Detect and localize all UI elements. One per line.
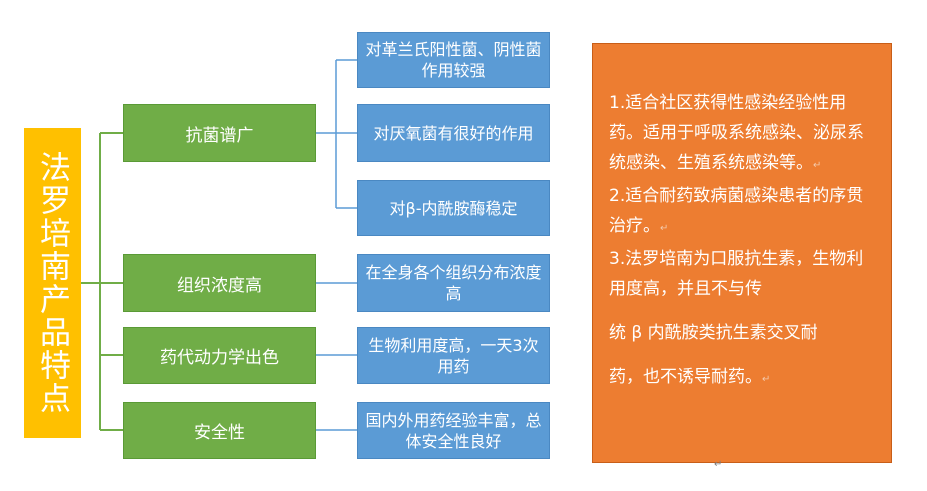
detail-beta-lactamase: 对β-内酰胺酶稳定 <box>357 180 550 236</box>
note-paragraph-4: 统 β 内酰胺类抗生素交叉耐 <box>609 323 818 343</box>
detail-tissue-distribution: 在全身各个组织分布浓度高 <box>357 254 550 312</box>
note-paragraph-5: 药，也不诱导耐药。↵ <box>609 367 771 387</box>
return-mark: ↵ <box>813 160 822 171</box>
indications-note: 1.适合社区获得性感染经验性用药。适用于呼吸系统感染、泌尿系统感染、生殖系统感染… <box>592 43 892 463</box>
category-tissue-concentration: 组织浓度高 <box>123 254 316 312</box>
detail-text: 对厌氧菌有很好的作用 <box>373 123 534 143</box>
title-box: 法罗培南产品特点 <box>24 128 81 438</box>
detail-gram-bacteria: 对革兰氏阳性菌、阴性菌作用较强 <box>357 32 550 88</box>
detail-text: 在全身各个组织分布浓度高 <box>365 263 542 303</box>
detail-text: 国内外用药经验丰富，总体安全性良好 <box>365 410 542 451</box>
return-mark: ↵ <box>762 374 771 385</box>
category-safety: 安全性 <box>123 402 316 459</box>
category-label: 抗菌谱广 <box>185 125 254 146</box>
paragraph-end-mark: ↵ <box>714 459 723 470</box>
detail-text: 生物利用度高，一天3次用药 <box>368 335 539 376</box>
detail-text: 对β-内酰胺酶稳定 <box>389 198 518 218</box>
category-label: 安全性 <box>194 423 245 443</box>
detail-anaerobes: 对厌氧菌有很好的作用 <box>357 104 550 162</box>
diagram-title: 法罗培南产品特点 <box>34 151 70 415</box>
detail-text: 对革兰氏阳性菌、阴性菌作用较强 <box>365 40 542 80</box>
return-mark: ↵ <box>660 223 669 234</box>
note-paragraph-2: 2.适合耐药致病菌感染患者的序贯治疗。↵ <box>609 186 864 236</box>
note-paragraph-3: 3.法罗培南为口服抗生素，生物利用度高，并且不与传 <box>609 249 864 299</box>
detail-bioavailability: 生物利用度高，一天3次用药 <box>357 327 550 384</box>
note-paragraph-1: 1.适合社区获得性感染经验性用药。适用于呼吸系统感染、泌尿系统感染、生殖系统感染… <box>609 93 864 173</box>
category-broad-spectrum: 抗菌谱广 <box>123 104 316 162</box>
category-pharmacokinetics: 药代动力学出色 <box>123 327 316 384</box>
category-label: 药代动力学出色 <box>160 348 279 368</box>
category-label: 组织浓度高 <box>177 275 262 296</box>
detail-safety-record: 国内外用药经验丰富，总体安全性良好 <box>357 402 550 459</box>
